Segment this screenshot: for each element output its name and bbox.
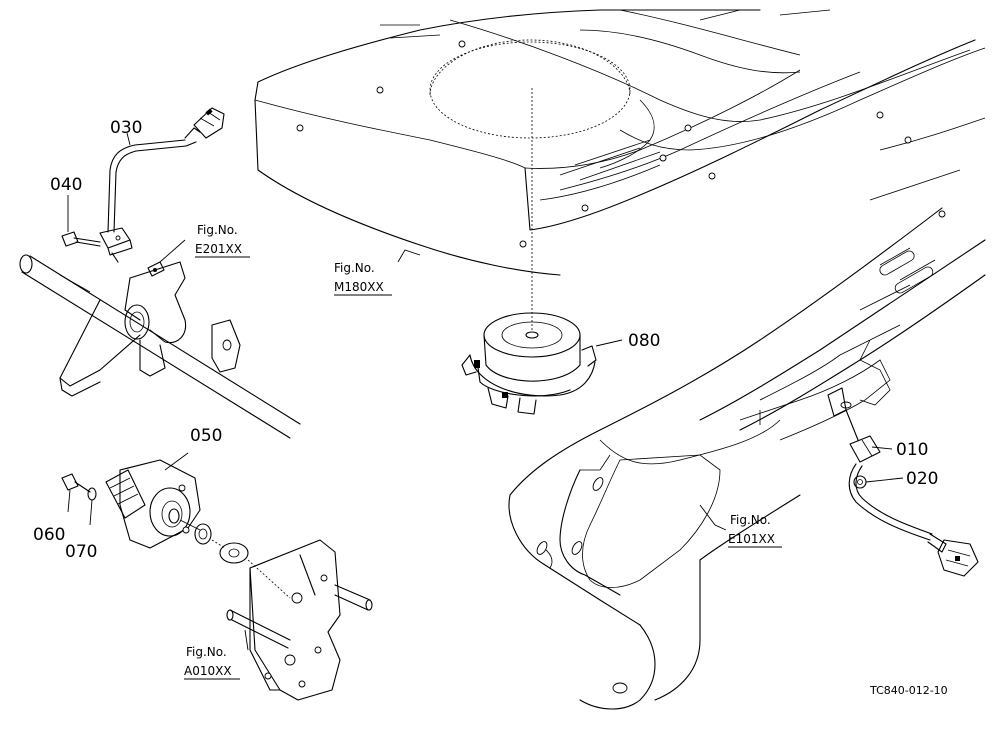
part-label-010: 010	[896, 440, 928, 460]
switch-and-harness	[827, 387, 979, 577]
part-label-060: 060	[33, 525, 65, 545]
fig-label-e101: Fig.No.	[730, 513, 771, 527]
part-label-030: 030	[110, 118, 142, 138]
fig-label-m180: Fig.No.	[334, 261, 375, 275]
fig-ref-m180: M180XX	[334, 280, 384, 294]
pto-clutch	[461, 312, 597, 415]
fig-ref-a010: A010XX	[184, 664, 232, 678]
part-label-080: 080	[628, 331, 660, 351]
part-label-020: 020	[906, 469, 938, 489]
part-label-040: 040	[50, 175, 82, 195]
drawing-code: TC840-012-10	[869, 684, 948, 697]
part-label-070: 070	[65, 542, 97, 562]
part-label-050: 050	[190, 426, 222, 446]
fig-label-a010: Fig.No.	[186, 645, 227, 659]
fig-ref-e101: E101XX	[728, 532, 775, 546]
fig-label-e201: Fig.No.	[197, 223, 238, 237]
mower-deck-outline	[254, 9, 986, 276]
wire-harness-030	[107, 107, 225, 233]
leader-lines	[67, 132, 904, 651]
frame-outline	[508, 207, 986, 710]
shaft-bracket-assembly	[19, 227, 301, 439]
actuator-assembly	[61, 459, 373, 701]
fig-ref-e201: E201XX	[195, 242, 242, 256]
